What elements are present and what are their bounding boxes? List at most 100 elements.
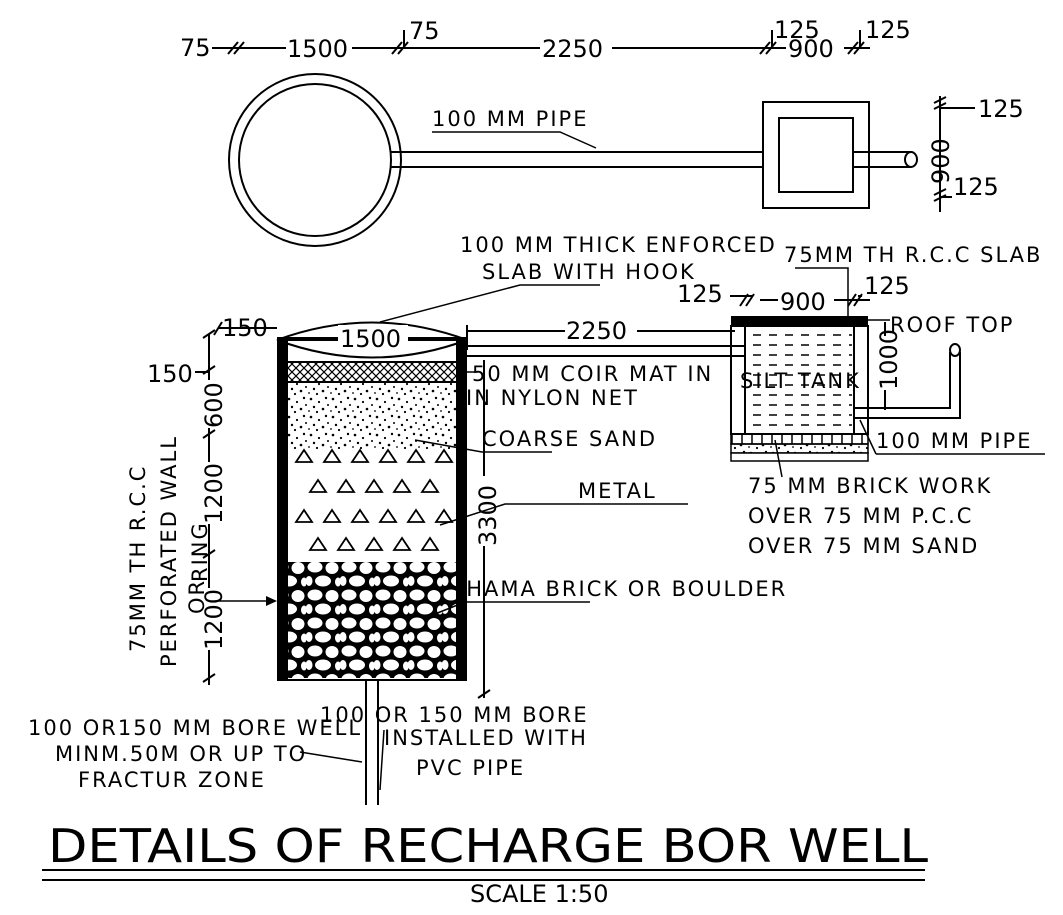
metal-aggregate bbox=[308, 478, 328, 493]
plan-dimension-ticks bbox=[227, 30, 865, 55]
plan-silt-tank-inner bbox=[778, 117, 854, 193]
pvc-leader bbox=[379, 729, 385, 791]
metal-aggregate bbox=[392, 478, 412, 493]
metal-aggregate bbox=[322, 508, 342, 523]
slab-dome-top bbox=[276, 321, 468, 341]
well-left-wall bbox=[277, 340, 288, 680]
bore-label-2: MINM.50M OR UP TO bbox=[55, 742, 307, 766]
well-right-wall bbox=[456, 340, 467, 680]
section-dim-150-top: 150 bbox=[222, 314, 268, 342]
pvc-label-2: INSTALLED WITH bbox=[384, 726, 588, 750]
metal-aggregate bbox=[406, 448, 426, 463]
boulder-layer bbox=[288, 562, 456, 678]
plan-pipe-label: 100 MM PIPE bbox=[432, 107, 588, 131]
jhama-leader bbox=[434, 601, 590, 615]
jhama-label: JHAMA BRICK OR BOULDER bbox=[456, 577, 787, 601]
left-dim-150: 150 bbox=[147, 360, 193, 388]
plan-inlet-pipe bbox=[853, 151, 911, 168]
plan-pipe-leader bbox=[432, 131, 597, 149]
drawing-scale: SCALE 1:50 bbox=[470, 880, 608, 908]
metal-aggregate bbox=[378, 508, 398, 523]
brick-label-2: OVER 75 MM P.C.C bbox=[748, 504, 973, 528]
coarse-sand-label: COARSE SAND bbox=[482, 427, 657, 451]
pvc-label-3: PVC PIPE bbox=[416, 756, 525, 780]
section-view: 2250 1500 150 150 600 1200 1200 3300 75M… bbox=[28, 233, 1045, 805]
plan-pipe-end bbox=[904, 151, 918, 168]
plan-dim-right-125-top: 125 bbox=[978, 95, 1024, 123]
wall-label-3: RING bbox=[188, 521, 212, 582]
drawing-title: DETAILS OF RECHARGE BOR WELL bbox=[48, 819, 928, 873]
metal-aggregate bbox=[406, 508, 426, 523]
plan-dim-1500: 1500 bbox=[287, 35, 348, 63]
plan-dim-75-right: 75 bbox=[409, 17, 440, 45]
pvc-label-1: 100 OR 150 MM BORE bbox=[320, 703, 589, 727]
section-dim-2250: 2250 bbox=[566, 317, 627, 345]
brick-label-3: OVER 75 MM SAND bbox=[748, 534, 979, 558]
depth-3300: 3300 bbox=[474, 485, 502, 546]
metal-layer bbox=[294, 448, 454, 551]
metal-aggregate bbox=[336, 536, 356, 551]
roof-pipe bbox=[854, 352, 961, 419]
section-inlet-pipe bbox=[457, 345, 745, 357]
coir-label-1: 50 MM COIR MAT IN bbox=[472, 362, 713, 386]
slab-leader bbox=[379, 284, 600, 323]
coir-mat-layer bbox=[288, 362, 456, 382]
brick-label-1: 75 MM BRICK WORK bbox=[748, 474, 992, 498]
metal-aggregate bbox=[434, 448, 454, 463]
plan-dim-75-left: 75 bbox=[180, 34, 211, 62]
brick-leader bbox=[774, 439, 783, 478]
metal-aggregate bbox=[378, 448, 398, 463]
bore-leader bbox=[299, 751, 363, 763]
tank-dim-125-right: 125 bbox=[864, 272, 910, 300]
metal-aggregate bbox=[322, 448, 342, 463]
tank-pcc-base bbox=[730, 452, 869, 462]
bore-pipe bbox=[365, 680, 379, 805]
tank-water bbox=[747, 330, 852, 430]
coarse-sand-leader bbox=[414, 439, 552, 453]
metal-aggregate bbox=[294, 508, 314, 523]
metal-aggregate bbox=[392, 536, 412, 551]
plan-dim-right-900: 900 bbox=[927, 138, 955, 184]
bore-label-3: FRACTUR ZONE bbox=[78, 768, 266, 792]
title-underline bbox=[42, 869, 925, 881]
plan-dim-2250: 2250 bbox=[542, 35, 603, 63]
left-dim-1200-upper: 1200 bbox=[200, 463, 228, 524]
tank-brick-base bbox=[730, 433, 869, 445]
tank-dim-900: 900 bbox=[780, 288, 826, 316]
slab-dome-bottom bbox=[276, 339, 468, 359]
slab-label-1: 100 MM THICK ENFORCED bbox=[460, 233, 777, 257]
metal-aggregate bbox=[420, 478, 440, 493]
metal-aggregate bbox=[434, 508, 454, 523]
plan-well-inner-ring bbox=[238, 83, 392, 237]
section-dim-1500: 1500 bbox=[340, 325, 401, 353]
silt-tank-label: SILT TANK bbox=[740, 369, 861, 393]
metal-leader bbox=[439, 503, 688, 526]
wall-label-2: PERFORATED WALL bbox=[157, 435, 181, 667]
bore-label-1: 100 OR150 MM BORE WELL bbox=[28, 716, 362, 740]
metal-aggregate bbox=[350, 508, 370, 523]
left-dim-1200-lower: 1200 bbox=[200, 589, 228, 650]
tank-pipe-label: 100 MM PIPE bbox=[876, 429, 1032, 453]
metal-aggregate bbox=[364, 478, 384, 493]
roof-top-label: ROOF TOP bbox=[890, 313, 1014, 337]
plan-well-outer-ring bbox=[228, 73, 402, 247]
slab-label-2: SLAB WITH HOOK bbox=[482, 260, 696, 284]
plan-dim-900: 900 bbox=[788, 35, 834, 63]
plan-view: 75 1500 75 2250 125 900 125 100 MM PIPE … bbox=[180, 16, 1024, 247]
metal-aggregate bbox=[420, 536, 440, 551]
plan-dim-125-left: 125 bbox=[774, 16, 820, 44]
tank-sand-base bbox=[730, 443, 869, 454]
tank-pipe-leader bbox=[859, 419, 1045, 455]
wall-label-4: OR bbox=[185, 579, 209, 614]
metal-aggregate bbox=[350, 448, 370, 463]
tank-dim-125-left: 125 bbox=[677, 280, 723, 308]
tank-height: 1000 bbox=[875, 329, 903, 390]
metal-label: METAL bbox=[578, 479, 657, 503]
coarse-sand-layer bbox=[288, 383, 456, 449]
coir-label-2: IN NYLON NET bbox=[466, 386, 639, 410]
tank-slab-label: 75MM TH R.C.C SLAB bbox=[784, 243, 1042, 267]
metal-aggregate bbox=[294, 448, 314, 463]
tank-slab-leader bbox=[795, 267, 849, 318]
metal-aggregate bbox=[364, 536, 384, 551]
